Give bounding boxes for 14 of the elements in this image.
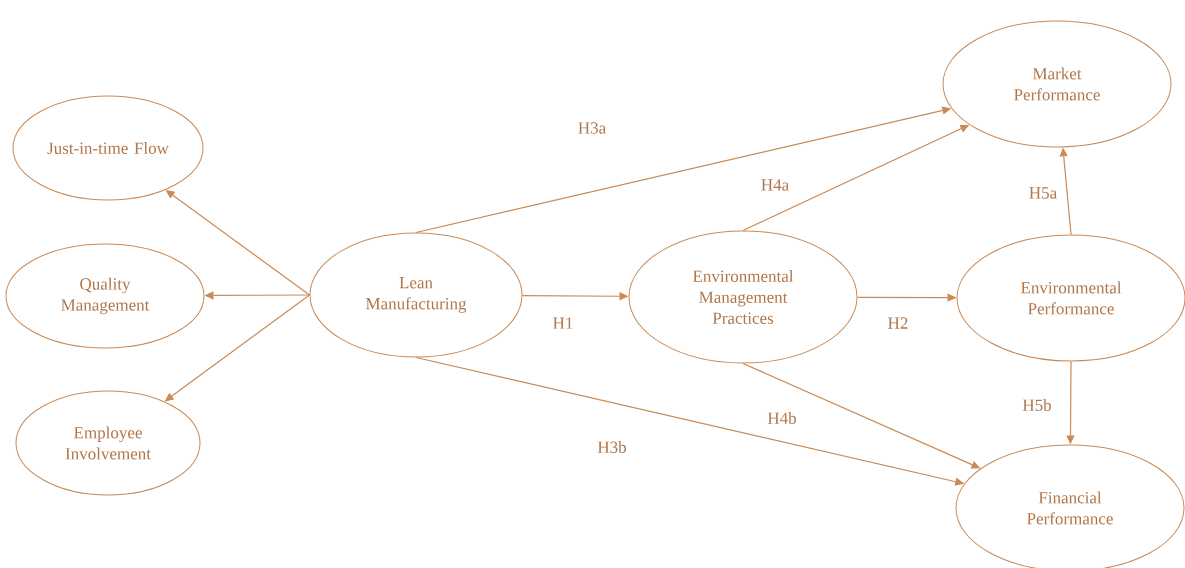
ellipse-node: Lean Manufacturing [309,232,523,358]
edge-label: H3b [596,440,628,454]
edge-label: H5b [1021,398,1053,412]
ellipse-node: Just-in-time Flow [12,95,204,201]
edge-label: H1 [551,316,575,330]
ellipse-node: Quality Management [5,243,205,349]
edge-label: H5a [1027,186,1059,200]
ellipse-node: Market Performance [942,20,1172,148]
ellipse-node: Employee Involvement [15,390,201,496]
edge-label: H4a [759,178,791,192]
edge-label: H3a [576,121,608,135]
edge-label: H4b [766,411,798,425]
edge-label: H2 [886,316,910,330]
ellipse-node: Environmental Management Practices [628,230,858,364]
